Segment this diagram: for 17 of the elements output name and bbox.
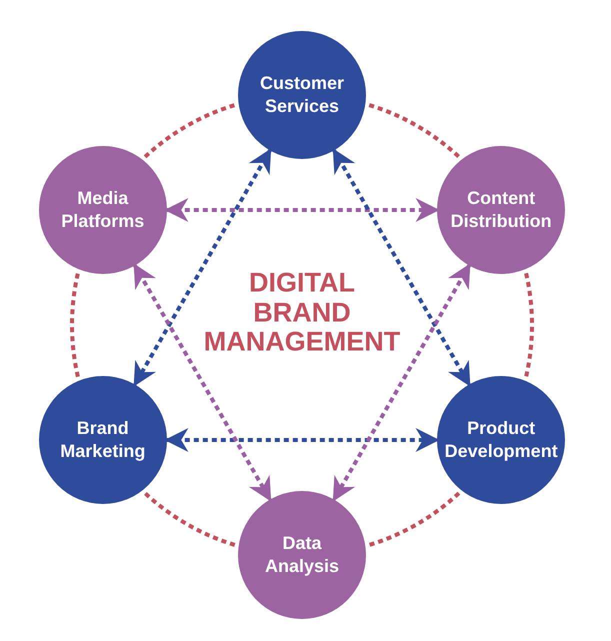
dotted-connector [368, 492, 460, 547]
node-label: Content Distribution [450, 186, 553, 233]
node-label: Media Platforms [60, 186, 146, 233]
double-arrow [332, 263, 471, 502]
dotted-connector [144, 103, 236, 158]
dotted-connector [70, 272, 80, 378]
node-label: Customer Services [258, 72, 345, 118]
double-arrow [332, 148, 471, 387]
double-arrow [133, 263, 272, 502]
node-label: Data Analysis [264, 532, 340, 578]
double-arrow [133, 148, 272, 387]
dotted-connector [368, 103, 460, 158]
node-label: Product Development [444, 416, 559, 463]
diagram-title: DIGITAL BRAND MANAGEMENT [204, 268, 400, 358]
dotted-connector [524, 272, 534, 378]
node-label: Brand Marketing [59, 416, 146, 463]
dotted-connector [144, 492, 236, 547]
